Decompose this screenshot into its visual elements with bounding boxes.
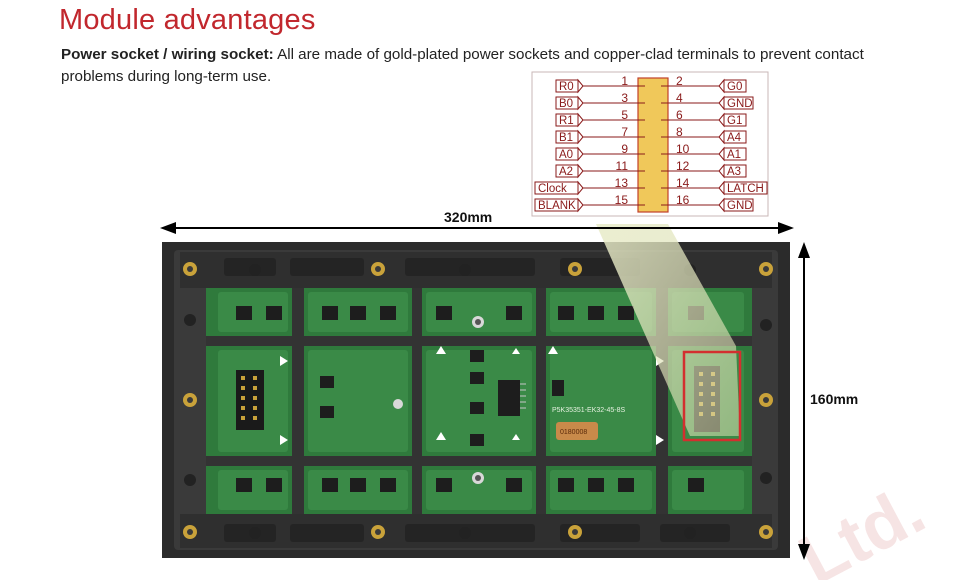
arrow-down-icon [798, 544, 810, 560]
pin-label-right: GND [727, 98, 753, 110]
pin-label-right: A1 [727, 149, 741, 161]
pin-number-right: 12 [676, 159, 690, 173]
page-title: Module advantages [59, 4, 316, 36]
pin-label-pointer-left [577, 112, 584, 128]
arrow-right-icon [778, 222, 794, 234]
pin-label-box-right [723, 130, 747, 144]
pin-label-right: G1 [727, 115, 742, 127]
pin-number-left: 3 [621, 91, 628, 105]
pin-number-left: 15 [615, 193, 629, 207]
pin-number-right: 10 [676, 142, 690, 156]
pin-number-right: 2 [676, 74, 683, 88]
pin-label-left: BLANK [538, 200, 576, 212]
connector-body [637, 77, 669, 213]
height-dimension: 160mm [798, 242, 858, 560]
pin-label-box-right [723, 164, 747, 178]
input-connector [236, 370, 264, 430]
width-dimension: 320mm [160, 209, 794, 234]
pin-label-right: GND [727, 200, 753, 212]
pin-label-box-right [723, 79, 747, 93]
connector-highlight-box [682, 350, 742, 442]
pin-label-right: A3 [727, 166, 741, 178]
description-text: All are made of gold-plated power socket… [61, 46, 864, 85]
pin-label-pointer-left [577, 146, 584, 162]
pin-number-left: 11 [616, 159, 629, 173]
pin-label-pointer-left [577, 180, 584, 196]
pin-number-right: 14 [676, 176, 690, 190]
pin-label-left: R1 [559, 115, 574, 127]
pin-label-box-right [723, 198, 754, 212]
pin-label-box-right [723, 181, 768, 195]
label-sticker-text: 0180008 [560, 429, 587, 436]
chip-silkscreen: P5K35351-EK32-45-8S [552, 407, 625, 414]
screw-posts [183, 262, 773, 539]
pin-label-left: B1 [559, 132, 573, 144]
pin-number-left: 5 [621, 108, 628, 122]
pin-label-left: R0 [559, 81, 574, 93]
pin-label-box-right [723, 113, 747, 127]
pin-number-left: 7 [621, 125, 628, 139]
pin-label-left: A0 [559, 149, 573, 161]
pin-label-box-right [723, 147, 747, 161]
pin-label-pointer-left [577, 95, 584, 111]
pin-number-right: 6 [676, 108, 683, 122]
pin-number-right: 16 [676, 193, 690, 207]
watermark: Ltd. [787, 470, 937, 580]
pin-number-left: 13 [615, 176, 629, 190]
arrow-up-icon [798, 242, 810, 258]
pin-label-pointer-left [577, 129, 584, 145]
pin-number-left: 1 [621, 74, 628, 88]
width-label: 320mm [444, 209, 492, 225]
arrow-left-icon [160, 222, 176, 234]
zoom-callout-beam [596, 224, 740, 436]
height-label: 160mm [810, 391, 858, 407]
description-bold: Power socket / wiring socket: [61, 46, 274, 63]
pin-number-right: 4 [676, 91, 683, 105]
driver-ics [236, 306, 704, 492]
pin-label-box-right [723, 96, 754, 110]
pin-number-right: 8 [676, 125, 683, 139]
pin-label-right: A4 [727, 132, 742, 144]
description-paragraph: Power socket / wiring socket: All are ma… [61, 44, 921, 88]
pin-label-right: G0 [727, 81, 742, 93]
pin-label-left: B0 [559, 98, 573, 110]
pin-label-right: LATCH [727, 183, 764, 195]
label-sticker [556, 422, 598, 440]
pin-label-pointer-left [577, 78, 584, 94]
pin-label-pointer-left [577, 197, 584, 213]
pin-label-pointer-left [577, 163, 584, 179]
pin-label-left: Clock [538, 183, 567, 195]
pin-label-left: A2 [559, 166, 573, 178]
pin-number-left: 9 [621, 142, 628, 156]
